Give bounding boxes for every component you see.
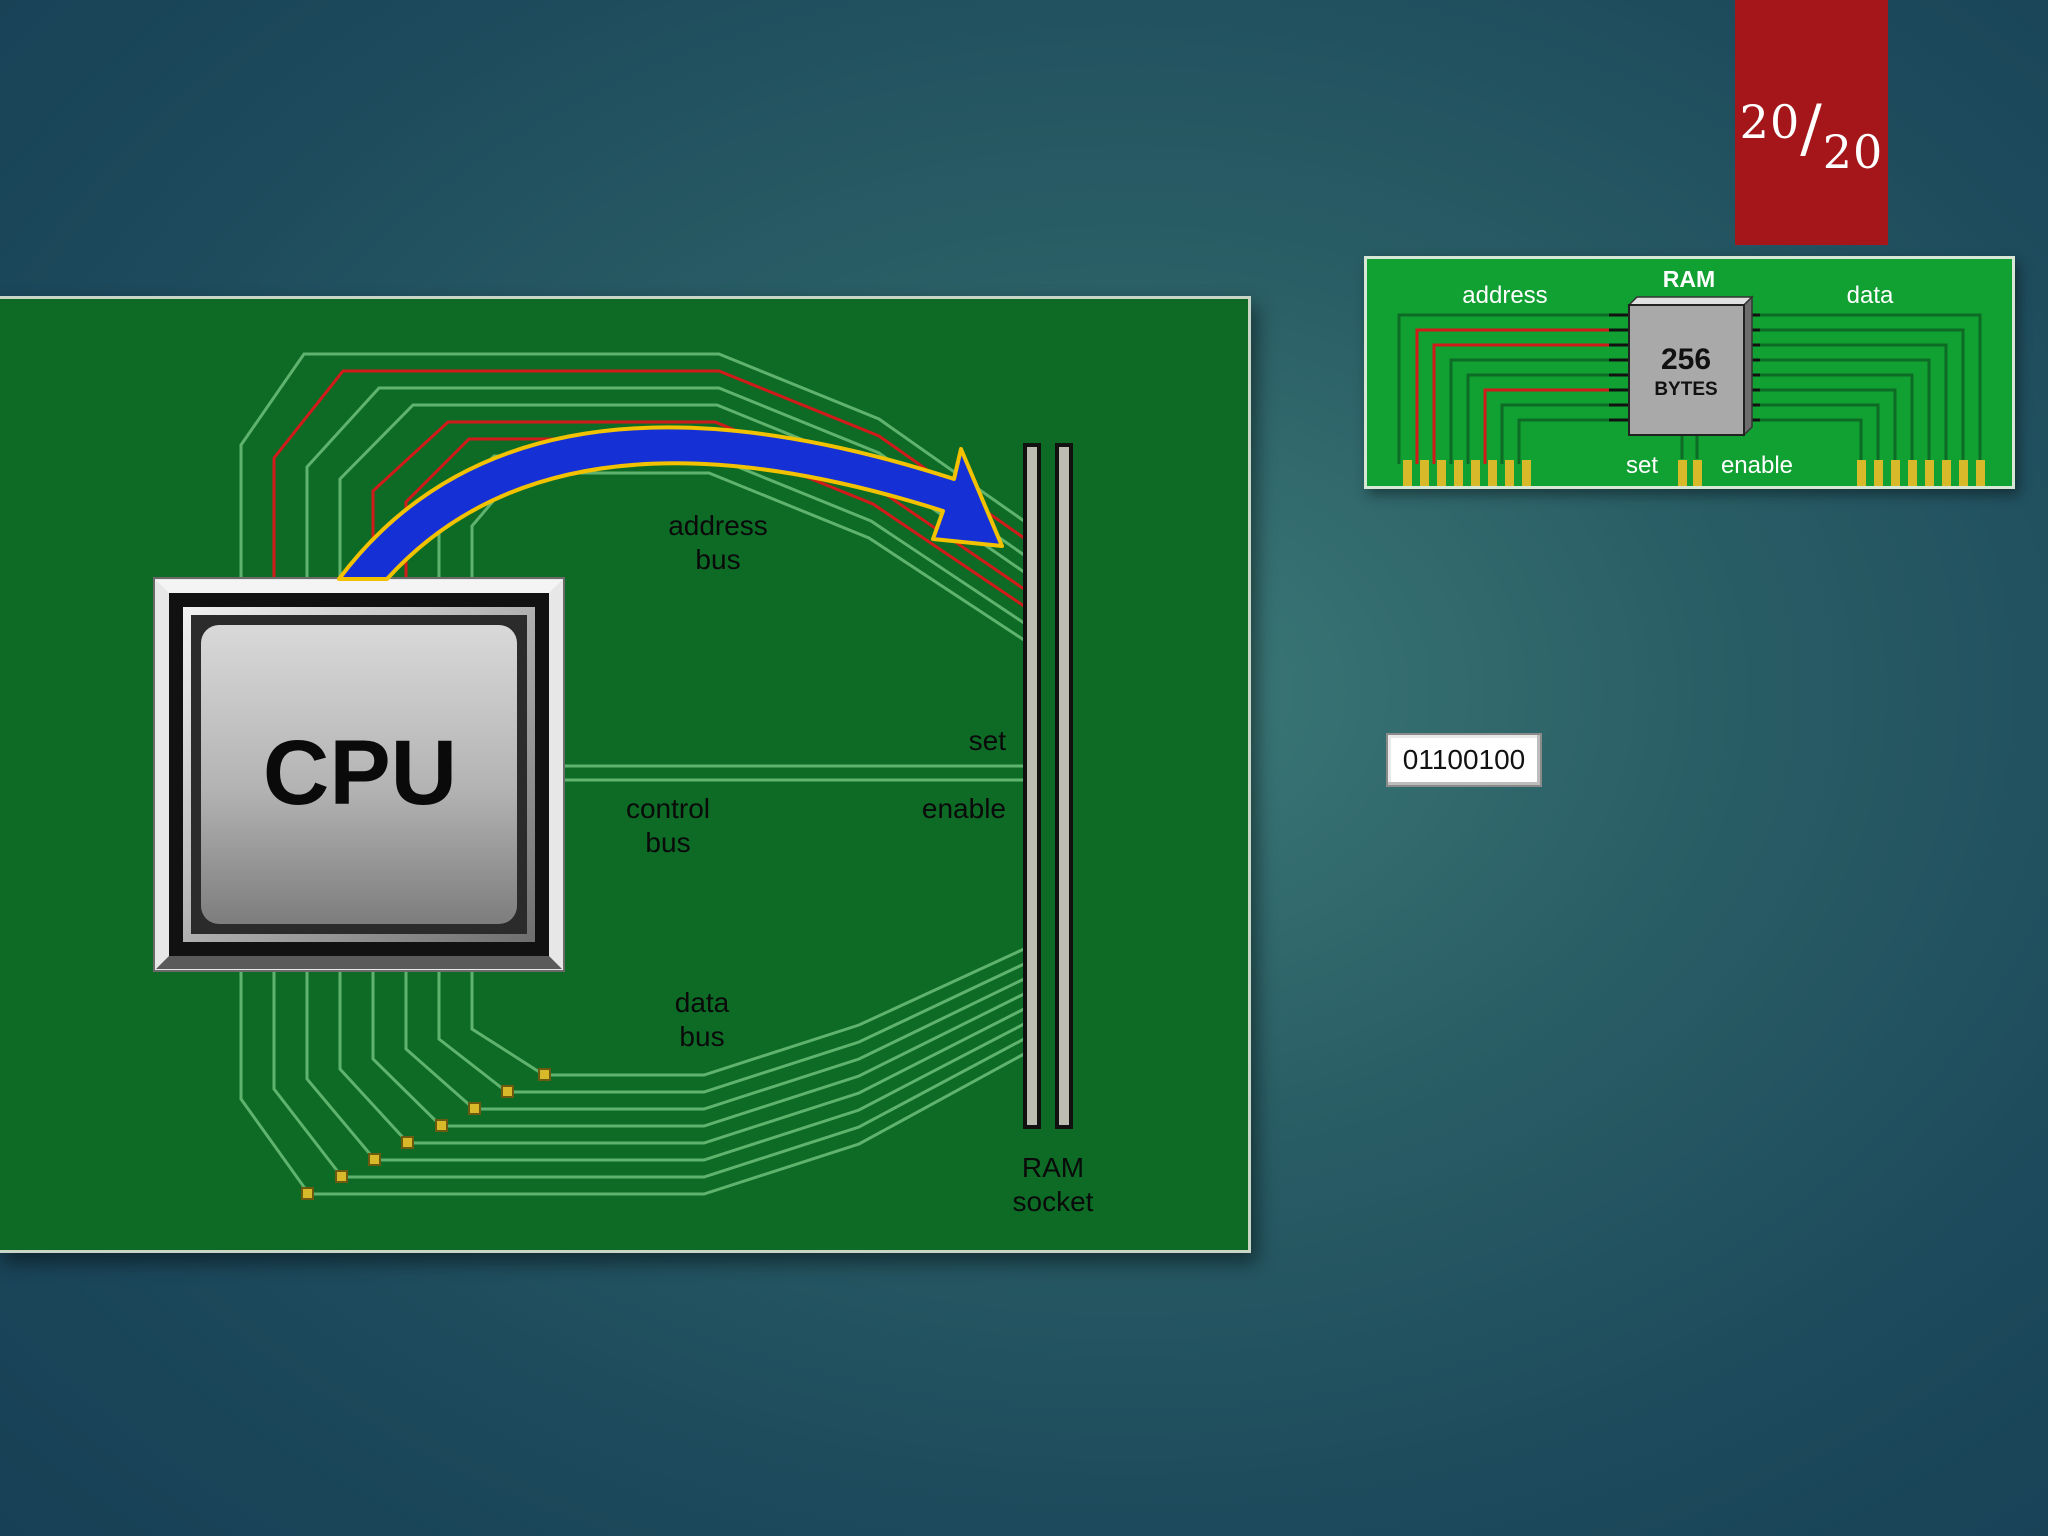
ram-data-trace	[1747, 403, 1880, 464]
ram-socket-slot-inner	[1059, 447, 1069, 1125]
ram-data-trace	[1747, 313, 1982, 464]
ram-address-trace-active	[1483, 388, 1622, 464]
solder-pad	[435, 1119, 448, 1132]
cpu-label: CPU	[263, 722, 457, 824]
cpu-face	[201, 625, 517, 924]
address-trace	[470, 471, 1025, 642]
ram-address-trace	[1466, 373, 1622, 464]
ram-chip	[1627, 295, 1754, 437]
ram-address-trace	[1517, 418, 1622, 464]
data-trace	[437, 962, 1025, 1094]
address-bus-label-line1: address	[668, 510, 768, 541]
solder-pad	[501, 1085, 514, 1098]
ram-enable-label: enable	[1721, 452, 1793, 479]
address-trace-active	[371, 420, 1025, 591]
data-trace	[404, 971, 1025, 1111]
control-bus-label-line1: control	[626, 793, 710, 824]
ram-module: RAM 256 BYTES address data set enable	[1364, 256, 2015, 489]
enable-label: enable	[922, 793, 1006, 824]
data-bus-label-line1: data	[675, 987, 730, 1018]
ram-data-label: data	[1847, 282, 1894, 309]
ram-control-traces	[1680, 435, 1699, 459]
slide-counter: 20/20	[1735, 92, 1888, 179]
data-trace	[338, 971, 1025, 1145]
ram-address-label: address	[1462, 282, 1547, 309]
data-trace	[470, 947, 1025, 1077]
ram-address-traces	[1397, 313, 1622, 464]
ram-socket-label-line1: RAM	[1022, 1152, 1084, 1183]
ram-data-trace	[1747, 328, 1965, 464]
data-trace	[272, 971, 1025, 1179]
cpu-chip	[153, 577, 565, 972]
ram-set-label: set	[1626, 452, 1658, 479]
ram-data-trace	[1747, 418, 1863, 464]
ram-capacity: 256	[1661, 343, 1711, 376]
ram-data-trace	[1747, 373, 1914, 464]
motherboard: CPU address bus set enable control bus d…	[0, 296, 1251, 1253]
data-bus-pads	[301, 1068, 551, 1200]
solder-pad	[401, 1136, 414, 1149]
data-trace	[239, 971, 1025, 1196]
ram-data-trace	[1747, 388, 1897, 464]
ram-capacity-unit: BYTES	[1654, 379, 1717, 400]
ram-data-trace	[1747, 343, 1948, 464]
ram-address-trace-active	[1432, 343, 1622, 464]
control-bus-traces	[564, 764, 1024, 782]
data-trace	[305, 971, 1025, 1162]
address-trace	[239, 352, 1025, 579]
address-trace-active	[272, 369, 1025, 579]
ram-module-pins	[1403, 460, 1985, 486]
solder-pad	[538, 1068, 551, 1081]
slide-current: 20	[1739, 95, 1801, 149]
slide-counter-slash: /	[1800, 92, 1823, 166]
ram-address-trace	[1500, 403, 1622, 464]
data-bus-label-line2: bus	[679, 1021, 724, 1052]
data-bus-traces	[239, 947, 1025, 1196]
solder-pad	[335, 1170, 348, 1183]
ram-data-trace	[1747, 358, 1931, 464]
data-trace	[371, 971, 1025, 1128]
ram-address-trace	[1449, 358, 1622, 464]
solder-pad	[301, 1187, 314, 1200]
slide-total: 20	[1822, 125, 1884, 179]
address-bus-label-line2: bus	[695, 544, 740, 575]
solder-pad	[468, 1102, 481, 1115]
ram-socket	[1023, 443, 1073, 1129]
control-bus-label-line2: bus	[645, 827, 690, 858]
slide-counter-badge: 20/20	[1735, 0, 1888, 245]
ram-title: RAM	[1663, 266, 1715, 292]
set-label: set	[969, 725, 1007, 756]
motherboard-diagram: CPU address bus set enable control bus d…	[153, 352, 1094, 1217]
ram-socket-label-line2: socket	[1013, 1186, 1094, 1217]
ram-socket-slot-inner	[1027, 447, 1037, 1125]
solder-pad	[368, 1153, 381, 1166]
ram-address-trace-active	[1415, 328, 1622, 464]
ram-address-trace	[1397, 313, 1622, 464]
transfer-arrow	[337, 425, 1004, 581]
ram-data-traces	[1747, 313, 1982, 464]
register-value-box: 01100100	[1386, 733, 1542, 787]
ram-module-diagram: RAM 256 BYTES address data set enable	[1397, 266, 1985, 486]
